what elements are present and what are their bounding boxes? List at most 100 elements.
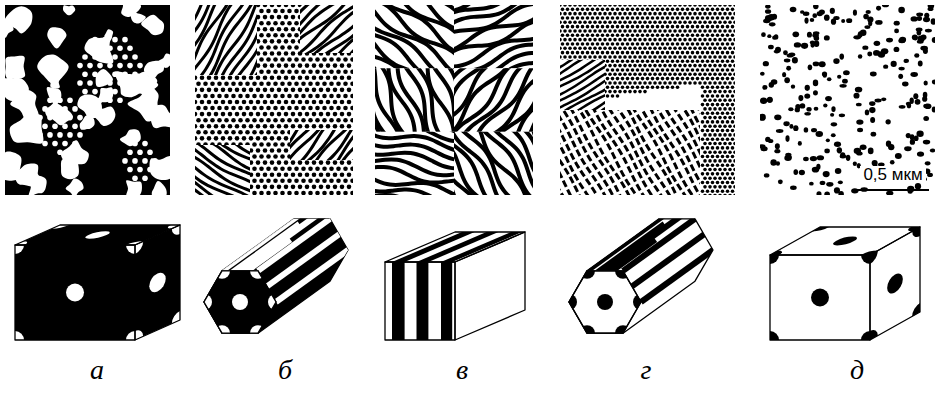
micrograph-cylinders-part: [252, 154, 257, 159]
micrograph-inverse-cylinders-part: [621, 85, 625, 89]
micrograph-inverse-cylinders-part: [658, 29, 662, 33]
micrograph-inverse-cylinders-part: [718, 90, 722, 94]
micrograph-cylinders-part: [291, 112, 296, 117]
micrograph-inverse-cylinders-part: [713, 124, 717, 128]
micrograph-inverse-cylinders-part: [631, 16, 635, 20]
micrograph-inverse-cylinders-part: [661, 85, 665, 89]
micrograph-lamellae-part-part: [482, 77, 533, 132]
micrograph-inverse-cylinders-part: [560, 47, 562, 51]
micrograph-inverse-cylinders-part: [678, 29, 682, 33]
micrograph-inverse-cylinders-part: [678, 12, 682, 16]
micrograph-inverse-cylinders-part: [698, 21, 702, 25]
micrograph-inverse-cylinders-part: [568, 38, 572, 42]
micrograph-inverse-cylinders-part: [703, 150, 707, 154]
micrograph-inverse-cylinders-part: [693, 38, 697, 42]
micrograph-cylinders-part-part: [299, 130, 353, 160]
micrograph-inverse-cylinders-part: [676, 8, 680, 12]
micrograph-spheres-dark-part: [115, 71, 149, 97]
micrograph-cylinders-part: [256, 172, 261, 177]
micrograph-inverse-cylinders-part: [668, 55, 672, 59]
micrograph-inverse-cylinders-part: [693, 21, 697, 25]
micrograph-inverse-cylinders-part: [560, 38, 562, 42]
micrograph-cylinders-part: [326, 63, 331, 68]
micrograph-inverse-cylinders-part: [718, 133, 722, 137]
micrograph-inverse-cylinders-part: [626, 16, 630, 20]
micrograph-cylinders-part: [336, 166, 341, 171]
micrograph-cylinders-part: [315, 82, 320, 87]
micrograph-inverse-cylinders-part: [731, 163, 735, 167]
micrograph-cylinders-part: [312, 75, 317, 80]
micrograph-inverse-cylinders-part: [713, 47, 717, 51]
micrograph-inverse-cylinders-part: [688, 64, 692, 68]
micrograph-inverse-cylinders-part: [623, 21, 627, 25]
micrograph-cylinders-part: [329, 69, 334, 74]
micrograph-inverse-cylinders-part: [561, 16, 565, 20]
micrograph-inverse-cylinders-part: [656, 85, 660, 89]
micrograph-inverse-cylinders-part: [676, 85, 680, 89]
micrograph-inverse-cylinders-part: [721, 16, 725, 20]
micrograph-cylinders-part: [336, 57, 341, 62]
micrograph-inverse-cylinders-part: [686, 42, 690, 46]
micrograph-inverse-cylinders-part: [721, 103, 725, 107]
micrograph-inverse-cylinders-part: [681, 8, 685, 12]
micrograph-inverse-cylinders-part: [708, 176, 712, 180]
micrograph-cylinders-part: [203, 106, 208, 111]
micrograph-inverse-cylinders-part: [661, 25, 665, 29]
micrograph-spheres-dark-part-part: [82, 89, 88, 95]
micrograph-inverse-cylinders-part: [618, 90, 622, 94]
micrograph-inverse-cylinders-part: [571, 34, 575, 38]
micrograph-inverse-cylinders-part: [566, 16, 570, 20]
micrograph-inverse-cylinders-part: [706, 155, 710, 159]
micrograph-inverse-cylinders-part: [616, 59, 620, 63]
micrograph-inverse-cylinders-part: [626, 42, 630, 46]
micrograph-inverse-cylinders-part: [626, 77, 630, 81]
micrograph-inverse-cylinders-part: [701, 25, 705, 29]
micrograph-inverse-cylinders-part: [628, 72, 632, 76]
micrograph-spheres-dark-part-part: [102, 89, 108, 95]
micrograph-inverse-cylinders-part: [638, 72, 642, 76]
micrograph-inverse-cylinders-part: [663, 38, 667, 42]
micrograph-inverse-cylinders-part: [703, 159, 707, 163]
micrograph-cylinders-part: [322, 191, 327, 195]
micrograph-spheres-dark-part: [144, 61, 164, 78]
micrograph-inverse-cylinders-part: [648, 5, 652, 7]
micrograph-cylinders-part: [315, 166, 320, 171]
micrograph-inverse-cylinders-part: [708, 29, 712, 33]
micrograph-inverse-cylinders-part: [708, 150, 712, 154]
micrograph-cylinders-part: [256, 100, 261, 105]
micrograph-inverse-cylinders-part: [708, 21, 712, 25]
micrograph-cylinders-part: [203, 118, 208, 123]
micrograph-inverse-cylinders-part: [601, 8, 605, 12]
micrograph-cylinders-part: [336, 106, 341, 111]
micrograph-inverse-cylinders-part: [573, 47, 577, 51]
micrograph-cylinders-part: [294, 33, 299, 38]
micrograph-inverse-cylinders-part: [606, 8, 610, 12]
micrograph-inverse-cylinders-part: [613, 47, 617, 51]
micrograph-inverse-cylinders-part: [728, 116, 732, 120]
micrograph-spheres-dark-part: [5, 5, 170, 195]
micrograph-inverse-cylinders-part: [643, 12, 647, 16]
micrograph-inverse-cylinders-part: [606, 34, 610, 38]
micrograph-cylinders-part: [280, 179, 285, 184]
micrograph-inverse-cylinders-part: [560, 5, 562, 7]
micrograph-inverse-cylinders-part: [711, 103, 715, 107]
micrograph-cylinders-part: [242, 124, 247, 129]
micrograph-inverse-cylinders-part: [706, 189, 710, 193]
micrograph-inverse-cylinders-part: [673, 29, 677, 33]
micrograph-inverse-cylinders-part: [686, 59, 690, 63]
micrograph-inverse-cylinders-part: [613, 64, 617, 68]
micrograph-inverse-cylinders-part: [641, 16, 645, 20]
micrograph-cylinders-part: [336, 94, 341, 99]
micrograph-cylinders-part: [287, 45, 292, 50]
micrograph-inverse-cylinders-part: [683, 21, 687, 25]
micrograph-spheres-dark-part-part: [102, 37, 108, 43]
micrograph-cylinders-part: [319, 185, 324, 190]
micrograph-inverse-cylinders-part: [678, 55, 682, 59]
micrograph-inverse-cylinders-part: [701, 8, 705, 12]
micrograph-spheres-dark-part-part: [97, 63, 103, 69]
micrograph-inverse-cylinders-part: [601, 34, 605, 38]
micrograph-inverse-cylinders-part: [728, 12, 732, 16]
micrograph-inverse-cylinders-part: [588, 12, 592, 16]
micrograph-cylinders-part: [228, 136, 233, 141]
micrograph-inverse-cylinders-part: [641, 8, 645, 12]
